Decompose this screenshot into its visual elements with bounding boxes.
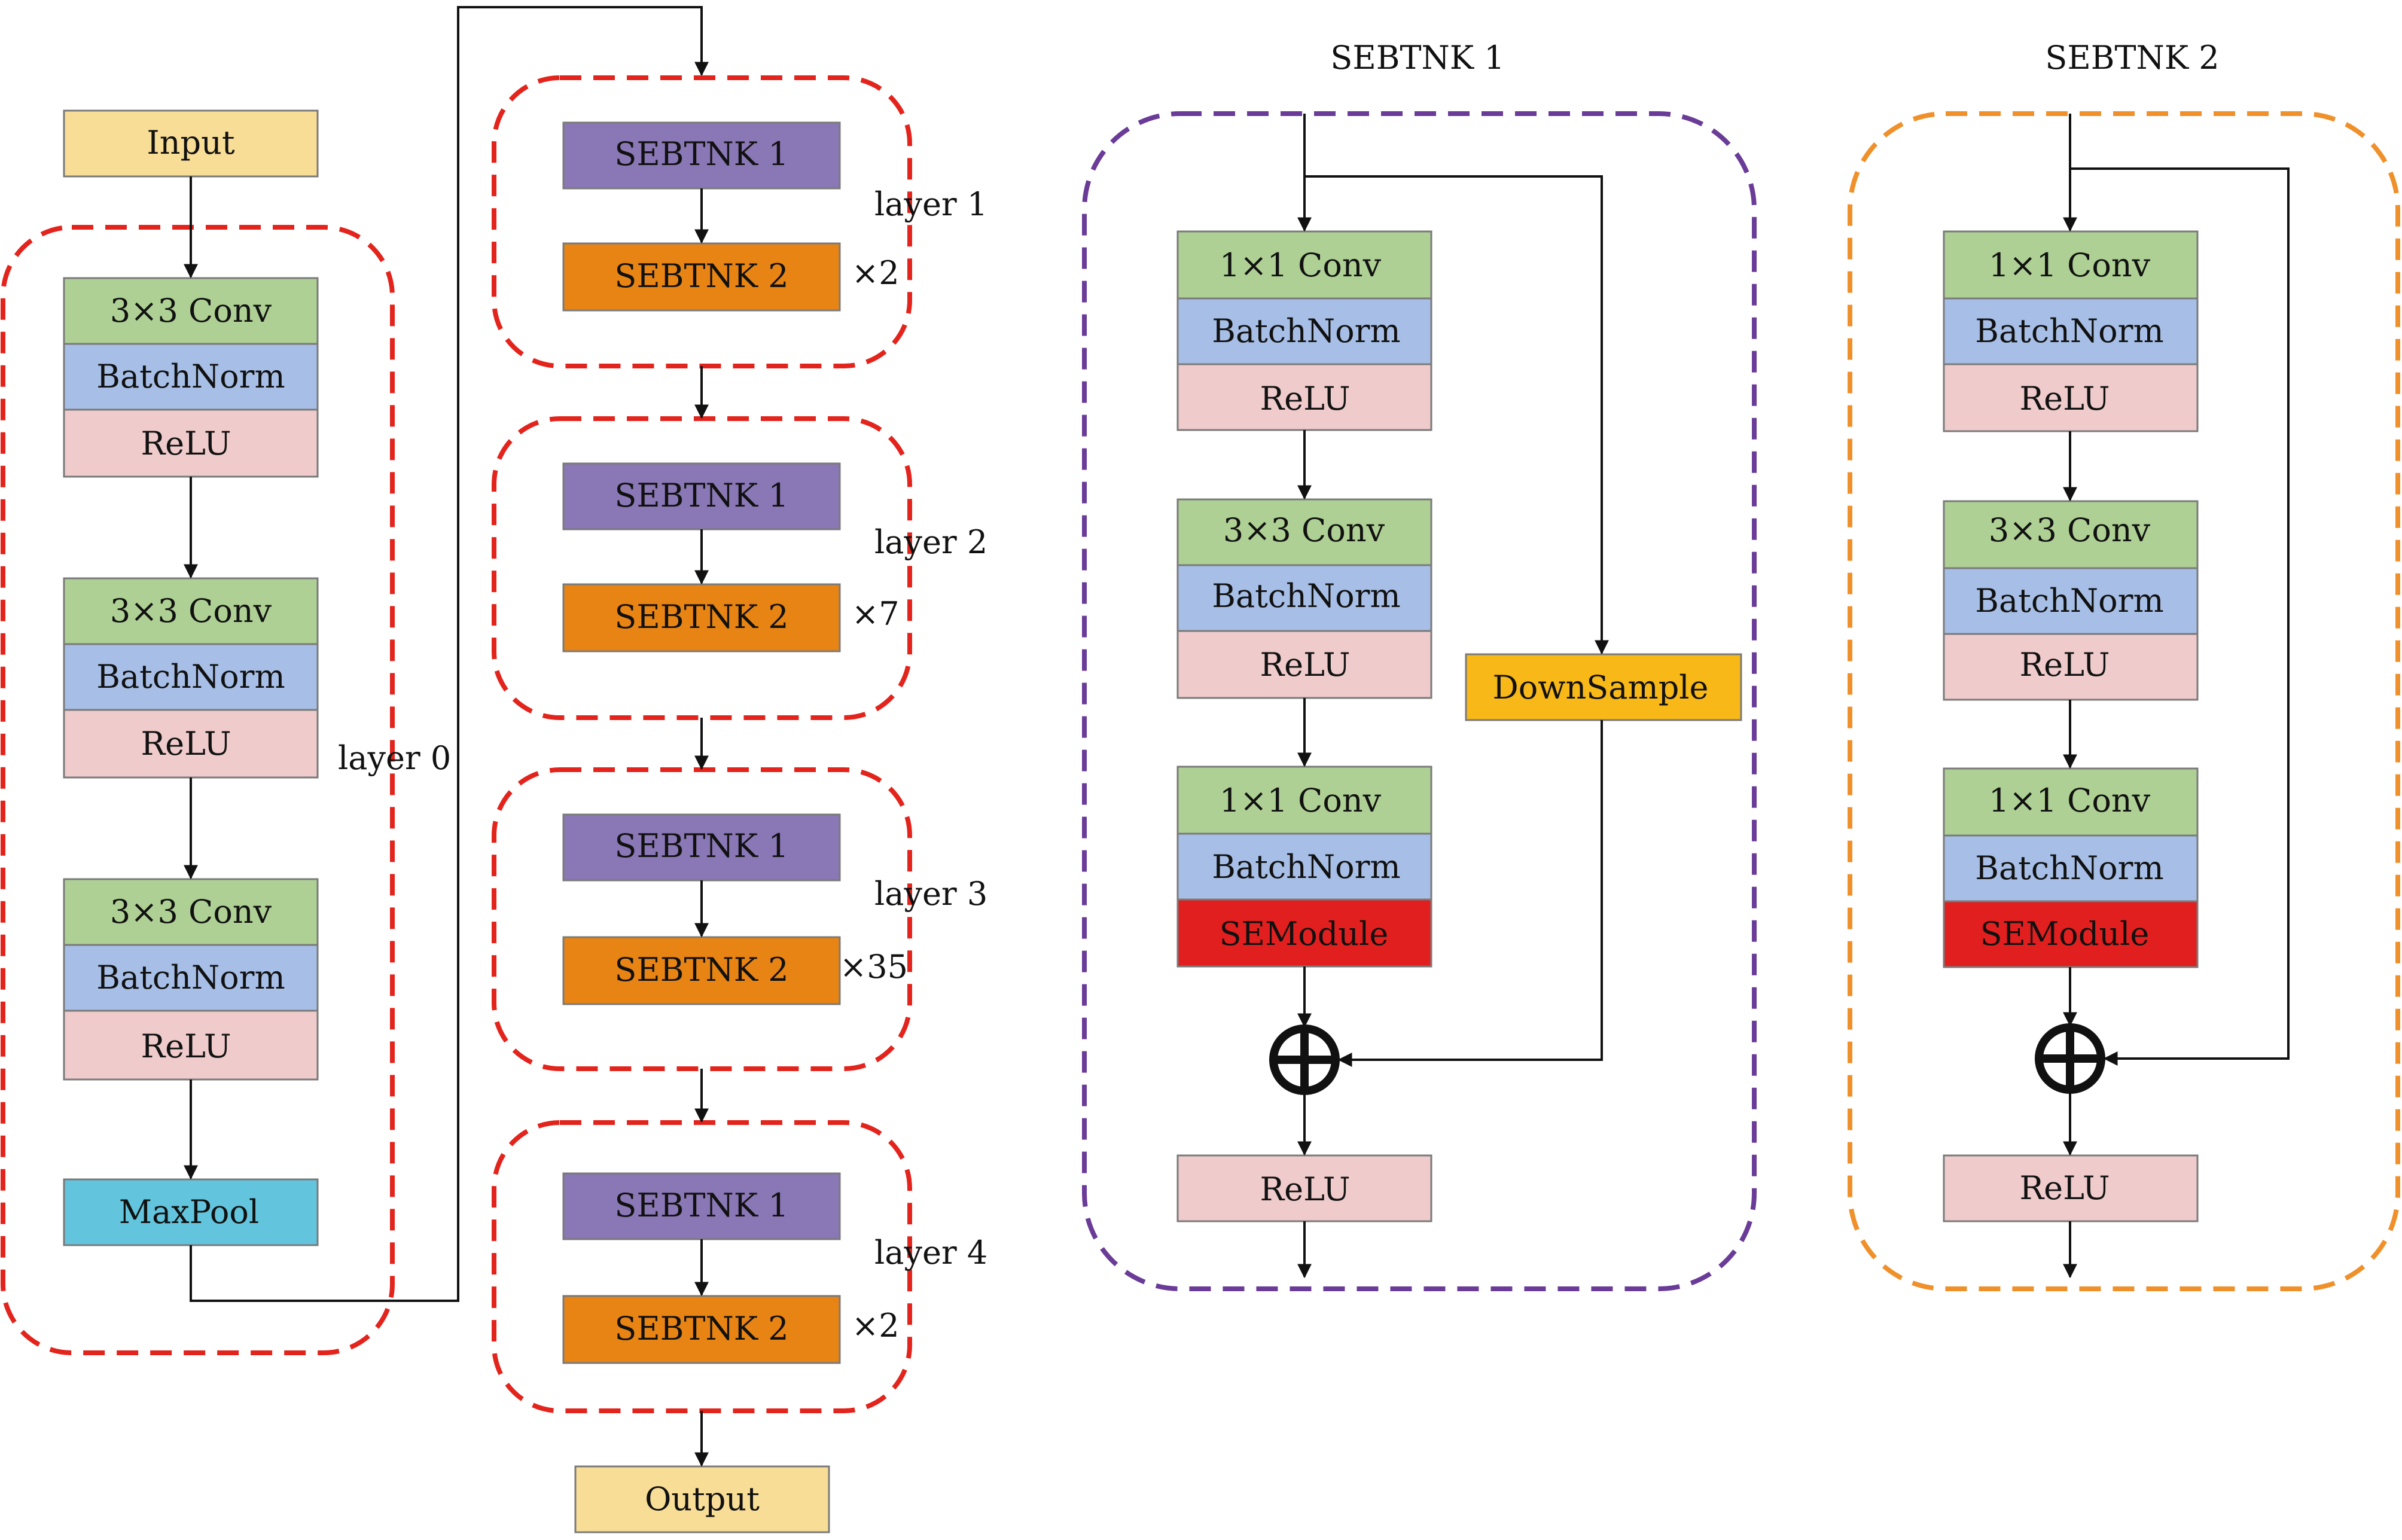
layer3: SEBTNK 1 SEBTNK 2 layer 3 ×35	[562, 813, 987, 1005]
sebtnk1-label: SEBTNK 1	[614, 135, 788, 173]
semodule-label: SEModule	[1220, 915, 1389, 953]
batchnorm-label: BatchNorm	[1975, 849, 2163, 887]
layer1: SEBTNK 1 SEBTNK 2 layer 1 ×2	[562, 121, 987, 312]
sebtnk1-relu-block: ReLU	[1176, 1154, 1432, 1222]
relu-label: ReLU	[2019, 1169, 2110, 1207]
sebtnk2-stack-2: 3×3 Conv BatchNorm ReLU	[1943, 500, 2199, 701]
layer4-label: layer 4	[874, 1234, 987, 1271]
sebtnk2-title: SEBTNK 2	[2045, 39, 2219, 77]
conv-label: 1×1 Conv	[1220, 246, 1382, 284]
layer3-multiplier: ×35	[840, 948, 908, 986]
identity-skip-connection	[2070, 167, 2290, 1066]
layer1-multiplier: ×2	[852, 254, 900, 292]
layer0-conv-stack-1: 3×3 Conv BatchNorm ReLU	[63, 277, 319, 478]
batchnorm-label: BatchNorm	[1212, 848, 1400, 886]
conv-label: 1×1 Conv	[1989, 246, 2151, 284]
sebtnk1-label: SEBTNK 1	[614, 477, 788, 514]
conv-label: 3×3 Conv	[110, 292, 272, 330]
skip-connection	[1304, 175, 1609, 655]
semodule-label: SEModule	[1980, 915, 2150, 953]
sebtnk1-group	[1082, 111, 1757, 1291]
sebtnk1-title: SEBTNK 1	[1330, 39, 1504, 77]
sebtnk1-stack-2: 3×3 Conv BatchNorm ReLU	[1176, 498, 1432, 699]
input-block: Input	[63, 109, 319, 178]
output-block: Output	[574, 1465, 830, 1533]
conv-label: 1×1 Conv	[1989, 782, 2151, 819]
sebtnk1-block	[562, 813, 841, 882]
add-icon	[1269, 1024, 1340, 1095]
sebtnk2-label: SEBTNK 2	[614, 951, 788, 989]
sebtnk2-relu-block: ReLU	[1943, 1154, 2199, 1222]
conv-label: 1×1 Conv	[1220, 782, 1382, 819]
relu-label: ReLU	[141, 425, 231, 462]
sebtnk2-label: SEBTNK 2	[614, 1310, 788, 1347]
batchnorm-label: BatchNorm	[1975, 582, 2163, 620]
layer2: SEBTNK 1 SEBTNK 2 layer 2 ×7	[562, 462, 987, 652]
conv-label: 3×3 Conv	[1223, 511, 1385, 549]
sebtnk1-label: SEBTNK 1	[614, 1187, 788, 1224]
batchnorm-label: BatchNorm	[96, 658, 285, 696]
relu-label: ReLU	[1260, 1170, 1350, 1208]
maxpool-label: MaxPool	[119, 1193, 259, 1231]
conv-label: 3×3 Conv	[110, 592, 272, 630]
sebtnk2-block	[562, 583, 841, 652]
sebtnk2-label: SEBTNK 2	[614, 598, 788, 636]
batchnorm-label: BatchNorm	[96, 358, 285, 395]
batchnorm-label: BatchNorm	[96, 959, 285, 996]
layer4-multiplier: ×2	[852, 1307, 900, 1344]
maxpool-block: MaxPool	[63, 1178, 319, 1246]
downsample-label: DownSample	[1493, 669, 1709, 706]
relu-label: ReLU	[141, 725, 231, 763]
layer1-label: layer 1	[874, 185, 987, 223]
layer0-conv-stack-2: 3×3 Conv BatchNorm ReLU	[63, 577, 319, 779]
layer3-label: layer 3	[874, 875, 987, 913]
sebtnk2-stack-1: 1×1 Conv BatchNorm ReLU	[1943, 230, 2199, 432]
relu-label: ReLU	[1260, 380, 1350, 417]
relu-label: ReLU	[2019, 646, 2110, 684]
add-icon	[2035, 1023, 2105, 1094]
sebtnk2-stack-3: 1×1 Conv BatchNorm SEModule	[1943, 767, 2199, 968]
batchnorm-label: BatchNorm	[1975, 312, 2163, 350]
input-label: Input	[147, 124, 234, 161]
sebtnk2-label: SEBTNK 2	[614, 257, 788, 295]
sebtnk1-block	[562, 121, 841, 190]
layer0-conv-stack-3: 3×3 Conv BatchNorm ReLU	[63, 878, 319, 1081]
sebtnk1-stack-1: 1×1 Conv BatchNorm ReLU	[1176, 230, 1432, 431]
sebtnk2-block	[562, 1295, 841, 1364]
sebtnk2-group	[1848, 111, 2400, 1291]
relu-label: ReLU	[141, 1027, 231, 1065]
layer0-label: layer 0	[338, 739, 451, 777]
relu-label: ReLU	[2019, 380, 2110, 417]
output-label: Output	[645, 1480, 760, 1518]
sebtnk1-block	[562, 462, 841, 530]
relu-label: ReLU	[1260, 646, 1350, 684]
layer2-label: layer 2	[874, 523, 987, 561]
connector-to-layer1	[190, 6, 709, 1302]
sebtnk2-block	[562, 936, 841, 1005]
batchnorm-label: BatchNorm	[1212, 577, 1400, 615]
layer4: SEBTNK 1 SEBTNK 2 layer 4 ×2	[562, 1172, 987, 1364]
layer0-group	[1, 225, 395, 1355]
downsample-to-add	[1337, 720, 1603, 1067]
layer2-multiplier: ×7	[852, 595, 900, 633]
conv-label: 3×3 Conv	[110, 893, 272, 931]
conv-label: 3×3 Conv	[1989, 511, 2151, 549]
batchnorm-label: BatchNorm	[1212, 312, 1400, 350]
downsample-block: DownSample	[1465, 653, 1742, 721]
sebtnk1-label: SEBTNK 1	[614, 827, 788, 865]
sebtnk1-block	[562, 1172, 841, 1240]
sebtnk1-stack-3: 1×1 Conv BatchNorm SEModule	[1176, 766, 1432, 968]
